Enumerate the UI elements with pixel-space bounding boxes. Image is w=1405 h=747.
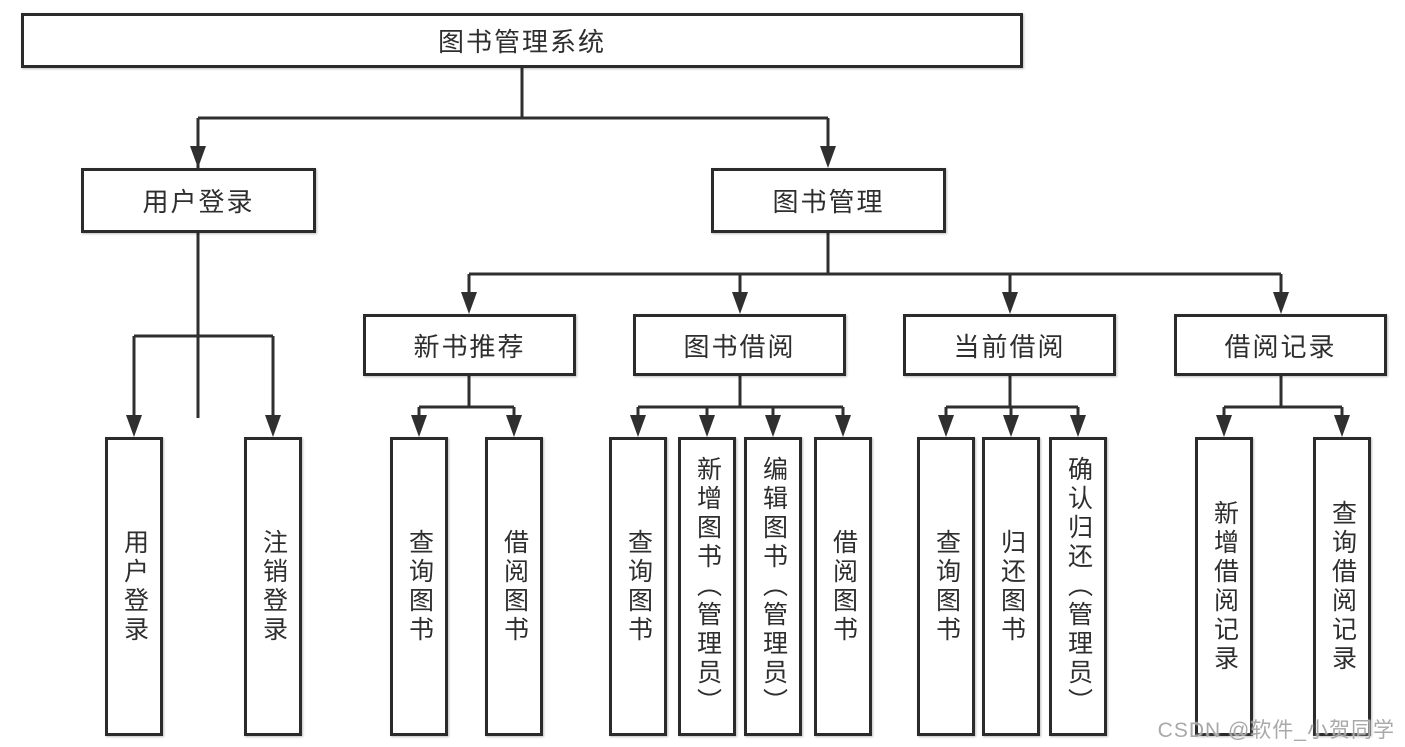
node-label: 图书管理系统 bbox=[437, 27, 606, 57]
leaf-query-books-borrow: 查询图书 bbox=[609, 437, 667, 736]
leaf-user-login: 用户登录 bbox=[105, 437, 163, 736]
leaf-confirm-return-admin: 确认归还（管理员） bbox=[1049, 437, 1107, 736]
leaf-query-books-current: 查询图书 bbox=[917, 437, 975, 736]
connector-new-book-branch bbox=[411, 376, 522, 437]
connector-root-branch bbox=[196, 68, 830, 418]
node-label: 图书管理 bbox=[772, 187, 885, 217]
arrowhead-icon bbox=[630, 415, 646, 437]
arrowhead-icon bbox=[1003, 415, 1019, 437]
leaf-borrow-books-recommend: 借阅图书 bbox=[485, 437, 543, 736]
connector-borrow-records-branch bbox=[1216, 376, 1350, 437]
connector-root-arrows bbox=[190, 146, 836, 168]
node-root-system: 图书管理系统 bbox=[21, 13, 1023, 68]
arrowhead-icon bbox=[835, 415, 851, 437]
node-label: 查询图书 bbox=[405, 528, 434, 645]
connector-line bbox=[467, 233, 1283, 293]
connector-line bbox=[132, 233, 275, 416]
connector-line bbox=[636, 376, 845, 416]
node-label: 编辑图书（管理员） bbox=[759, 456, 788, 717]
node-label: 确认归还（管理员） bbox=[1064, 456, 1093, 717]
arrowhead-icon bbox=[1334, 415, 1350, 437]
arrowhead-icon bbox=[461, 292, 477, 314]
node-label: 借阅记录 bbox=[1224, 331, 1337, 362]
node-label: 注销登录 bbox=[259, 528, 288, 645]
node-current-borrowing: 当前借阅 bbox=[903, 314, 1116, 376]
connector-line bbox=[196, 68, 830, 418]
node-label: 查询图书 bbox=[932, 528, 961, 645]
leaf-add-books-admin: 新增图书（管理员） bbox=[678, 437, 736, 736]
leaf-query-borrow-record: 查询借阅记录 bbox=[1313, 437, 1371, 736]
leaf-return-books: 归还图书 bbox=[982, 437, 1040, 736]
arrowhead-icon bbox=[1216, 415, 1232, 437]
node-label: 归还图书 bbox=[997, 528, 1026, 645]
arrowhead-icon bbox=[1273, 292, 1289, 314]
connector-line bbox=[1222, 376, 1344, 416]
arrowhead-icon bbox=[732, 292, 748, 314]
node-label: 查询借阅记录 bbox=[1328, 499, 1357, 674]
connector-line bbox=[944, 376, 1080, 416]
node-book-management: 图书管理 bbox=[711, 168, 946, 233]
connector-book-borrow-branch bbox=[630, 376, 851, 437]
node-label: 新增借阅记录 bbox=[1210, 499, 1239, 674]
node-label: 借阅图书 bbox=[500, 528, 529, 645]
leaf-logout: 注销登录 bbox=[244, 437, 302, 736]
arrowhead-icon bbox=[1070, 415, 1086, 437]
arrowhead-icon bbox=[411, 415, 427, 437]
leaf-query-books-recommend: 查询图书 bbox=[390, 437, 448, 736]
arrowhead-icon bbox=[1002, 292, 1018, 314]
arrowhead-icon bbox=[820, 146, 836, 168]
node-label: 借阅图书 bbox=[829, 528, 858, 645]
csdn-watermark: CSDN @软件_小贺同学 bbox=[1157, 719, 1395, 742]
node-book-borrowing: 图书借阅 bbox=[633, 314, 846, 376]
arrowhead-icon bbox=[265, 415, 281, 437]
leaf-add-borrow-record: 新增借阅记录 bbox=[1195, 437, 1253, 736]
arrowhead-icon bbox=[938, 415, 954, 437]
node-label: 新增图书（管理员） bbox=[693, 456, 722, 717]
connector-book-mgmt-branch bbox=[461, 233, 1289, 314]
node-label: 当前借阅 bbox=[953, 331, 1066, 362]
leaf-borrow-books: 借阅图书 bbox=[814, 437, 872, 736]
connector-user-login-branch bbox=[126, 233, 281, 437]
arrowhead-icon bbox=[765, 415, 781, 437]
arrowhead-icon bbox=[126, 415, 142, 437]
node-label: 新书推荐 bbox=[413, 331, 526, 362]
connector-line bbox=[417, 376, 516, 416]
node-borrowing-records: 借阅记录 bbox=[1174, 314, 1387, 376]
arrowhead-icon bbox=[699, 415, 715, 437]
node-label: 查询图书 bbox=[624, 528, 653, 645]
node-new-book-recommend: 新书推荐 bbox=[363, 314, 576, 376]
node-label: 用户登录 bbox=[120, 528, 149, 645]
connector-current-borrow-branch bbox=[938, 376, 1086, 437]
arrowhead-icon bbox=[506, 415, 522, 437]
arrowhead-icon bbox=[190, 146, 206, 168]
node-user-login: 用户登录 bbox=[81, 168, 316, 233]
node-label: 用户登录 bbox=[142, 187, 255, 217]
node-label: 图书借阅 bbox=[683, 331, 796, 362]
leaf-edit-books-admin: 编辑图书（管理员） bbox=[744, 437, 802, 736]
